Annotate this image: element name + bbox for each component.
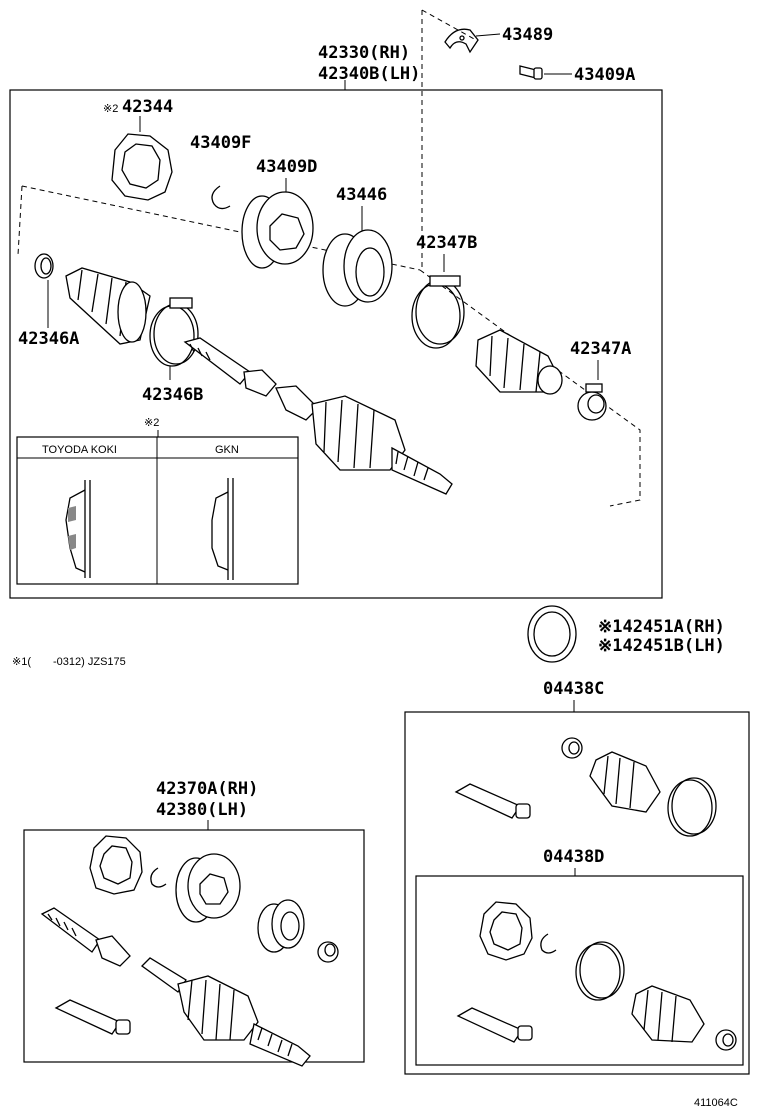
boot-outer-icon [475,329,563,395]
label-42380: 42380(LH) [156,800,248,820]
inset-title-gkn: GKN [215,444,239,456]
part-42346b-icon [149,297,199,367]
part-43446-icon [322,229,393,307]
part-42344-icon [111,133,173,201]
asm-shaft-icon [40,907,311,1067]
kit-d-grease-tube-icon [456,1007,533,1043]
asm-inner-joint-icon [175,853,241,923]
label-42347a: 42347A [570,339,631,359]
part-43409a-icon [519,65,543,80]
kit-d-snap-ring-icon [540,933,557,954]
label-42344: 42344 [122,97,173,117]
asm-grease-tube-icon [54,999,131,1035]
kit-d-clamp-small-icon [715,1029,737,1051]
kit-d-42344-icon [479,901,533,961]
label-43489: 43489 [502,25,553,45]
label-43409a: 43409A [574,65,635,85]
shaft-assembly-frame [23,829,365,1063]
label-43409d: 43409D [256,157,317,177]
kit-04438d-frame [415,875,744,1066]
label-42346a: 42346A [18,329,79,349]
drive-shaft-icon [183,337,453,495]
kit-c-grease-tube-icon [454,783,531,819]
label-04438c: 04438C [543,679,604,699]
kit-04438c-frame [404,711,750,1075]
kit-c-boot-icon [589,751,661,813]
label-42347b: 42347B [416,233,477,253]
label-43446: 43446 [336,185,387,205]
diagram-id: 411064C [694,1097,738,1109]
inset-mark: ※2 [144,417,159,429]
label-42370a: 42370A(RH) [156,779,258,799]
inset-profile-toyoda-icon [65,480,91,578]
label-42451b: ※142451B(LH) [598,636,725,656]
part-42347b-icon [411,275,465,349]
part-42347a-icon [577,383,607,421]
part-43409d-icon [241,191,314,269]
label-42344-mark: ※2 [103,103,118,115]
kit-d-boot-icon [631,985,705,1043]
main-assembly-frame [9,89,663,599]
footnote: ※1( -0312) JZS175 [12,656,126,668]
inset-title-toyoda-koki: TOYODA KOKI [42,444,117,456]
label-04438d: 04438D [543,847,604,867]
label-42330: 42330(RH) [318,43,410,63]
label-42340b: 42340B(LH) [318,64,420,84]
kit-c-clamp-small-icon [561,737,583,759]
part-42346a-icon [34,253,54,279]
boot-inner-icon [65,267,151,345]
kit-d-clamp-icon [575,941,625,1001]
asm-42344-icon [89,835,143,895]
asm-nut-icon [317,941,339,963]
inset-profile-gkn-icon [211,478,234,580]
asm-snap-ring-icon [150,867,167,888]
part-42451-icon [527,605,577,663]
kit-c-clamp-large-icon [667,777,717,837]
part-43489-icon [444,28,479,54]
label-42451a: ※142451A(RH) [598,617,725,637]
label-42346b: 42346B [142,385,203,405]
label-43409f: 43409F [190,133,251,153]
part-43409f-icon [211,185,231,210]
asm-bearing-icon [257,899,305,953]
